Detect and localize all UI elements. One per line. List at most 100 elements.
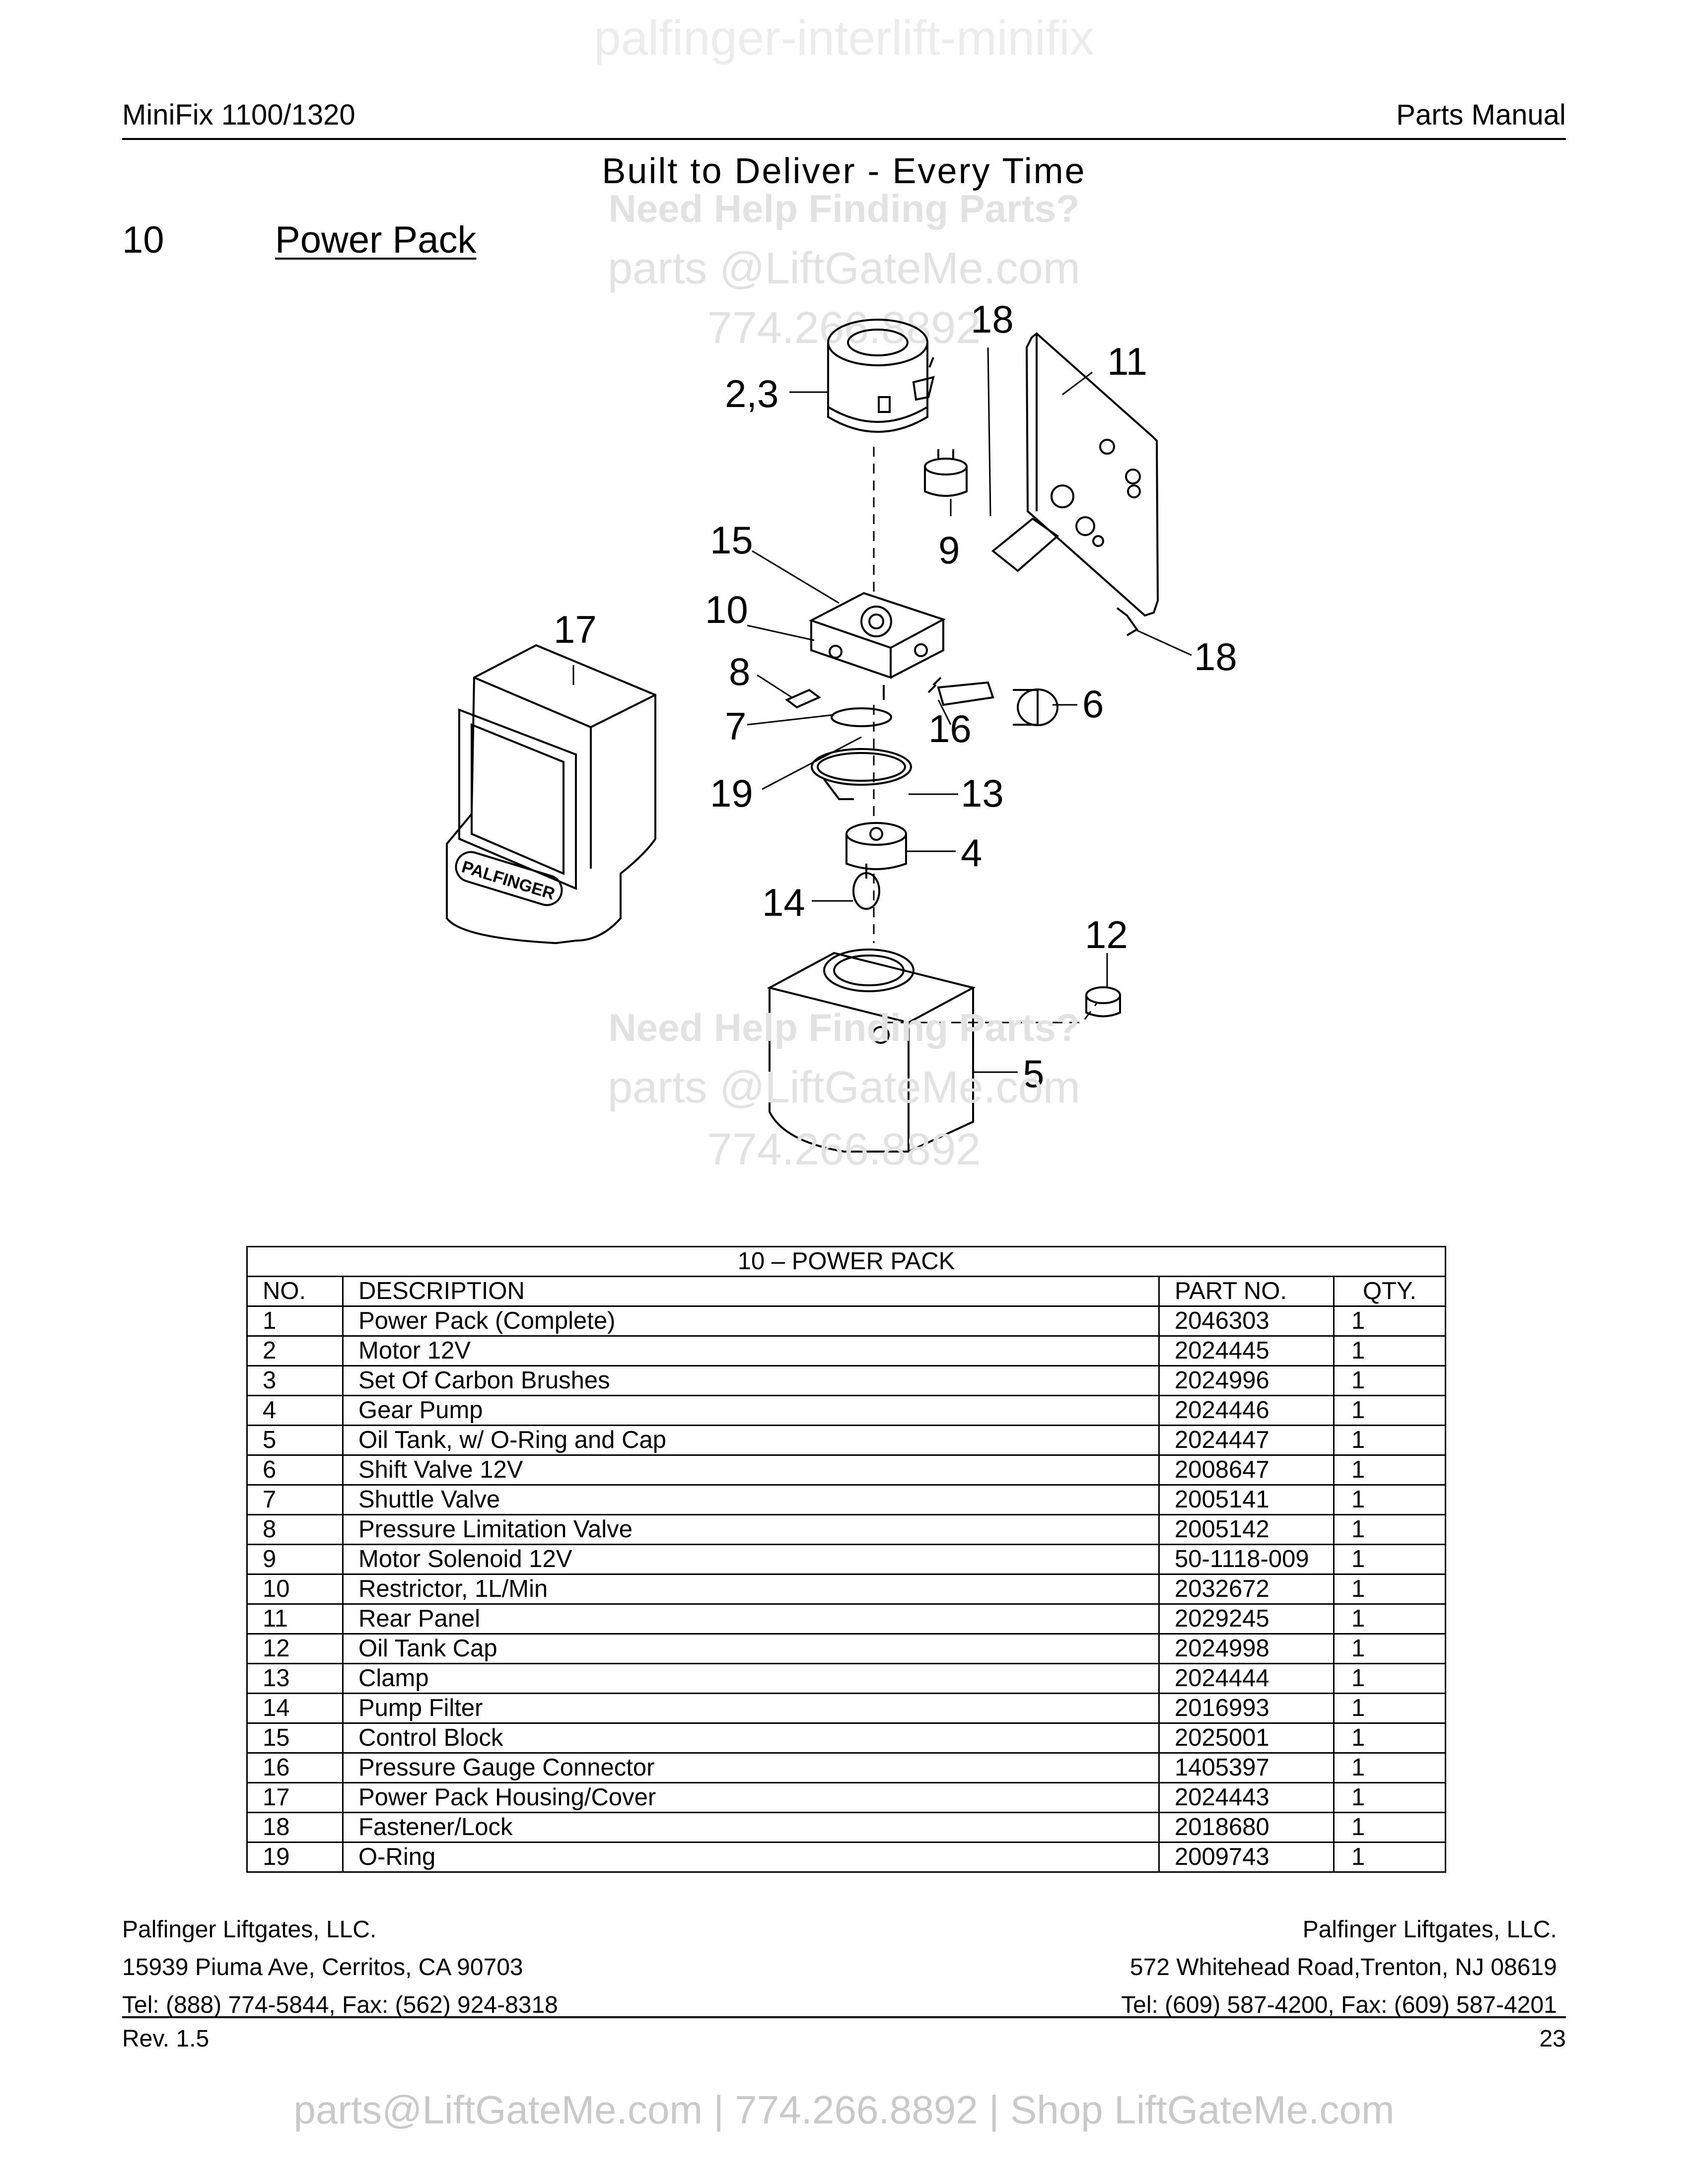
- pump-filter-part: [852, 864, 880, 910]
- row-description: Pressure Gauge Connector: [342, 1752, 1160, 1783]
- leader-lines: [572, 347, 1192, 1073]
- tagline: Built to Deliver - Every Time: [602, 151, 1086, 191]
- row-quantity: 1: [1333, 1454, 1447, 1486]
- row-description: Control Block: [342, 1722, 1160, 1754]
- row-part-number: 50-1118-009: [1158, 1544, 1335, 1575]
- footer-west-phone: Tel: (888) 774-5844, Fax: (562) 924-8318: [122, 1992, 558, 2018]
- row-description: Power Pack Housing/Cover: [342, 1782, 1160, 1813]
- revision: Rev. 1.5: [122, 2026, 210, 2052]
- row-part-number: 2024447: [1158, 1425, 1335, 1456]
- row-quantity: 1: [1333, 1663, 1447, 1694]
- row-description: Oil Tank Cap: [342, 1633, 1160, 1664]
- row-number: 16: [246, 1752, 344, 1783]
- watermark-help-lower: Need Help Finding Parts?: [608, 1006, 1080, 1049]
- callout-11: 11: [1107, 340, 1147, 383]
- row-description: Shuttle Valve: [342, 1484, 1160, 1515]
- row-part-number: 2016993: [1158, 1693, 1335, 1724]
- row-number: 18: [246, 1812, 344, 1843]
- row-description: Pump Filter: [342, 1693, 1160, 1724]
- row-description: Fastener/Lock: [342, 1812, 1160, 1843]
- row-quantity: 1: [1333, 1752, 1447, 1783]
- motor-part: [827, 319, 935, 433]
- callout-16: 16: [928, 707, 972, 751]
- section-number: 10: [122, 219, 164, 261]
- row-number: 14: [246, 1693, 344, 1724]
- callout-18-top: 18: [971, 297, 1014, 341]
- watermark-phone: 774.266.8892: [707, 303, 981, 353]
- footer-east-address: Palfinger Liftgates, LLC. 572 Whitehead …: [1121, 1911, 1557, 2024]
- row-quantity: 1: [1333, 1603, 1447, 1635]
- callout-4: 4: [961, 831, 982, 875]
- footer-east-phone: Tel: (609) 587-4200, Fax: (609) 587-4201: [1121, 1992, 1557, 2018]
- row-number: 2: [246, 1335, 344, 1366]
- exploded-parts-diagram: PALFINGER 18 11 2,3 15 9 10 17 18: [446, 297, 1237, 1153]
- row-description: Gear Pump: [342, 1395, 1160, 1426]
- row-part-number: 2024998: [1158, 1633, 1335, 1664]
- row-quantity: 1: [1333, 1305, 1447, 1337]
- row-part-number: 2024443: [1158, 1782, 1335, 1813]
- header-manual-type: Parts Manual: [1396, 99, 1566, 131]
- callout-13: 13: [961, 771, 1004, 815]
- row-number: 19: [246, 1842, 344, 1873]
- callout-9: 9: [938, 528, 960, 572]
- row-number: 17: [246, 1782, 344, 1813]
- row-part-number: 2009743: [1158, 1842, 1335, 1873]
- callout-17: 17: [554, 608, 597, 651]
- valves-part: [785, 677, 1058, 727]
- parts-table-header-row: NO. DESCRIPTION PART NO. QTY.: [246, 1276, 1447, 1307]
- section-title: Power Pack: [275, 219, 477, 261]
- footer-west-company: Palfinger Liftgates, LLC.: [122, 1916, 377, 1943]
- callout-7: 7: [725, 704, 746, 748]
- row-number: 13: [246, 1663, 344, 1694]
- row-quantity: 1: [1333, 1722, 1447, 1754]
- callout-15: 15: [710, 518, 753, 562]
- parts-table-title: 10 – POWER PACK: [246, 1246, 1447, 1277]
- callout-14: 14: [762, 881, 805, 924]
- row-quantity: 1: [1333, 1425, 1447, 1456]
- row-number: 12: [246, 1633, 344, 1664]
- row-part-number: 2008647: [1158, 1454, 1335, 1486]
- row-quantity: 1: [1333, 1484, 1447, 1515]
- rear-panel-part: [991, 332, 1159, 636]
- row-number: 5: [246, 1425, 344, 1456]
- row-part-number: 2018680: [1158, 1812, 1335, 1843]
- row-part-number: 1405397: [1158, 1752, 1335, 1783]
- footer-east-street: 572 Whitehead Road,Trenton, NJ 08619: [1129, 1954, 1557, 1980]
- housing-cover-part: PALFINGER: [446, 644, 656, 945]
- watermark-phone-lower: 774.266.8892: [707, 1125, 981, 1174]
- row-part-number: 2032672: [1158, 1573, 1335, 1605]
- column-header-description: DESCRIPTION: [342, 1276, 1160, 1307]
- row-part-number: 2024446: [1158, 1395, 1335, 1426]
- header-rule: [122, 138, 1566, 140]
- control-block-part: [808, 592, 946, 700]
- footer-east-company: Palfinger Liftgates, LLC.: [1302, 1916, 1557, 1943]
- row-number: 9: [246, 1544, 344, 1575]
- gear-pump-part: [845, 822, 907, 870]
- callout-10: 10: [705, 588, 748, 631]
- row-number: 3: [246, 1365, 344, 1396]
- row-part-number: 2024996: [1158, 1365, 1335, 1396]
- row-part-number: 2029245: [1158, 1603, 1335, 1635]
- row-quantity: 1: [1333, 1842, 1447, 1873]
- watermark-help: Need Help Finding Parts?: [608, 187, 1080, 230]
- footer-west-address: Palfinger Liftgates, LLC. 15939 Piuma Av…: [122, 1911, 558, 2024]
- row-description: Clamp: [342, 1663, 1160, 1694]
- row-quantity: 1: [1333, 1514, 1447, 1545]
- row-number: 1: [246, 1305, 344, 1337]
- row-quantity: 1: [1333, 1782, 1447, 1813]
- callout-19: 19: [710, 771, 753, 815]
- callout-labels: 18 11 2,3 15 9 10 17 18 8 6 7 16 19 13 4…: [554, 297, 1237, 1095]
